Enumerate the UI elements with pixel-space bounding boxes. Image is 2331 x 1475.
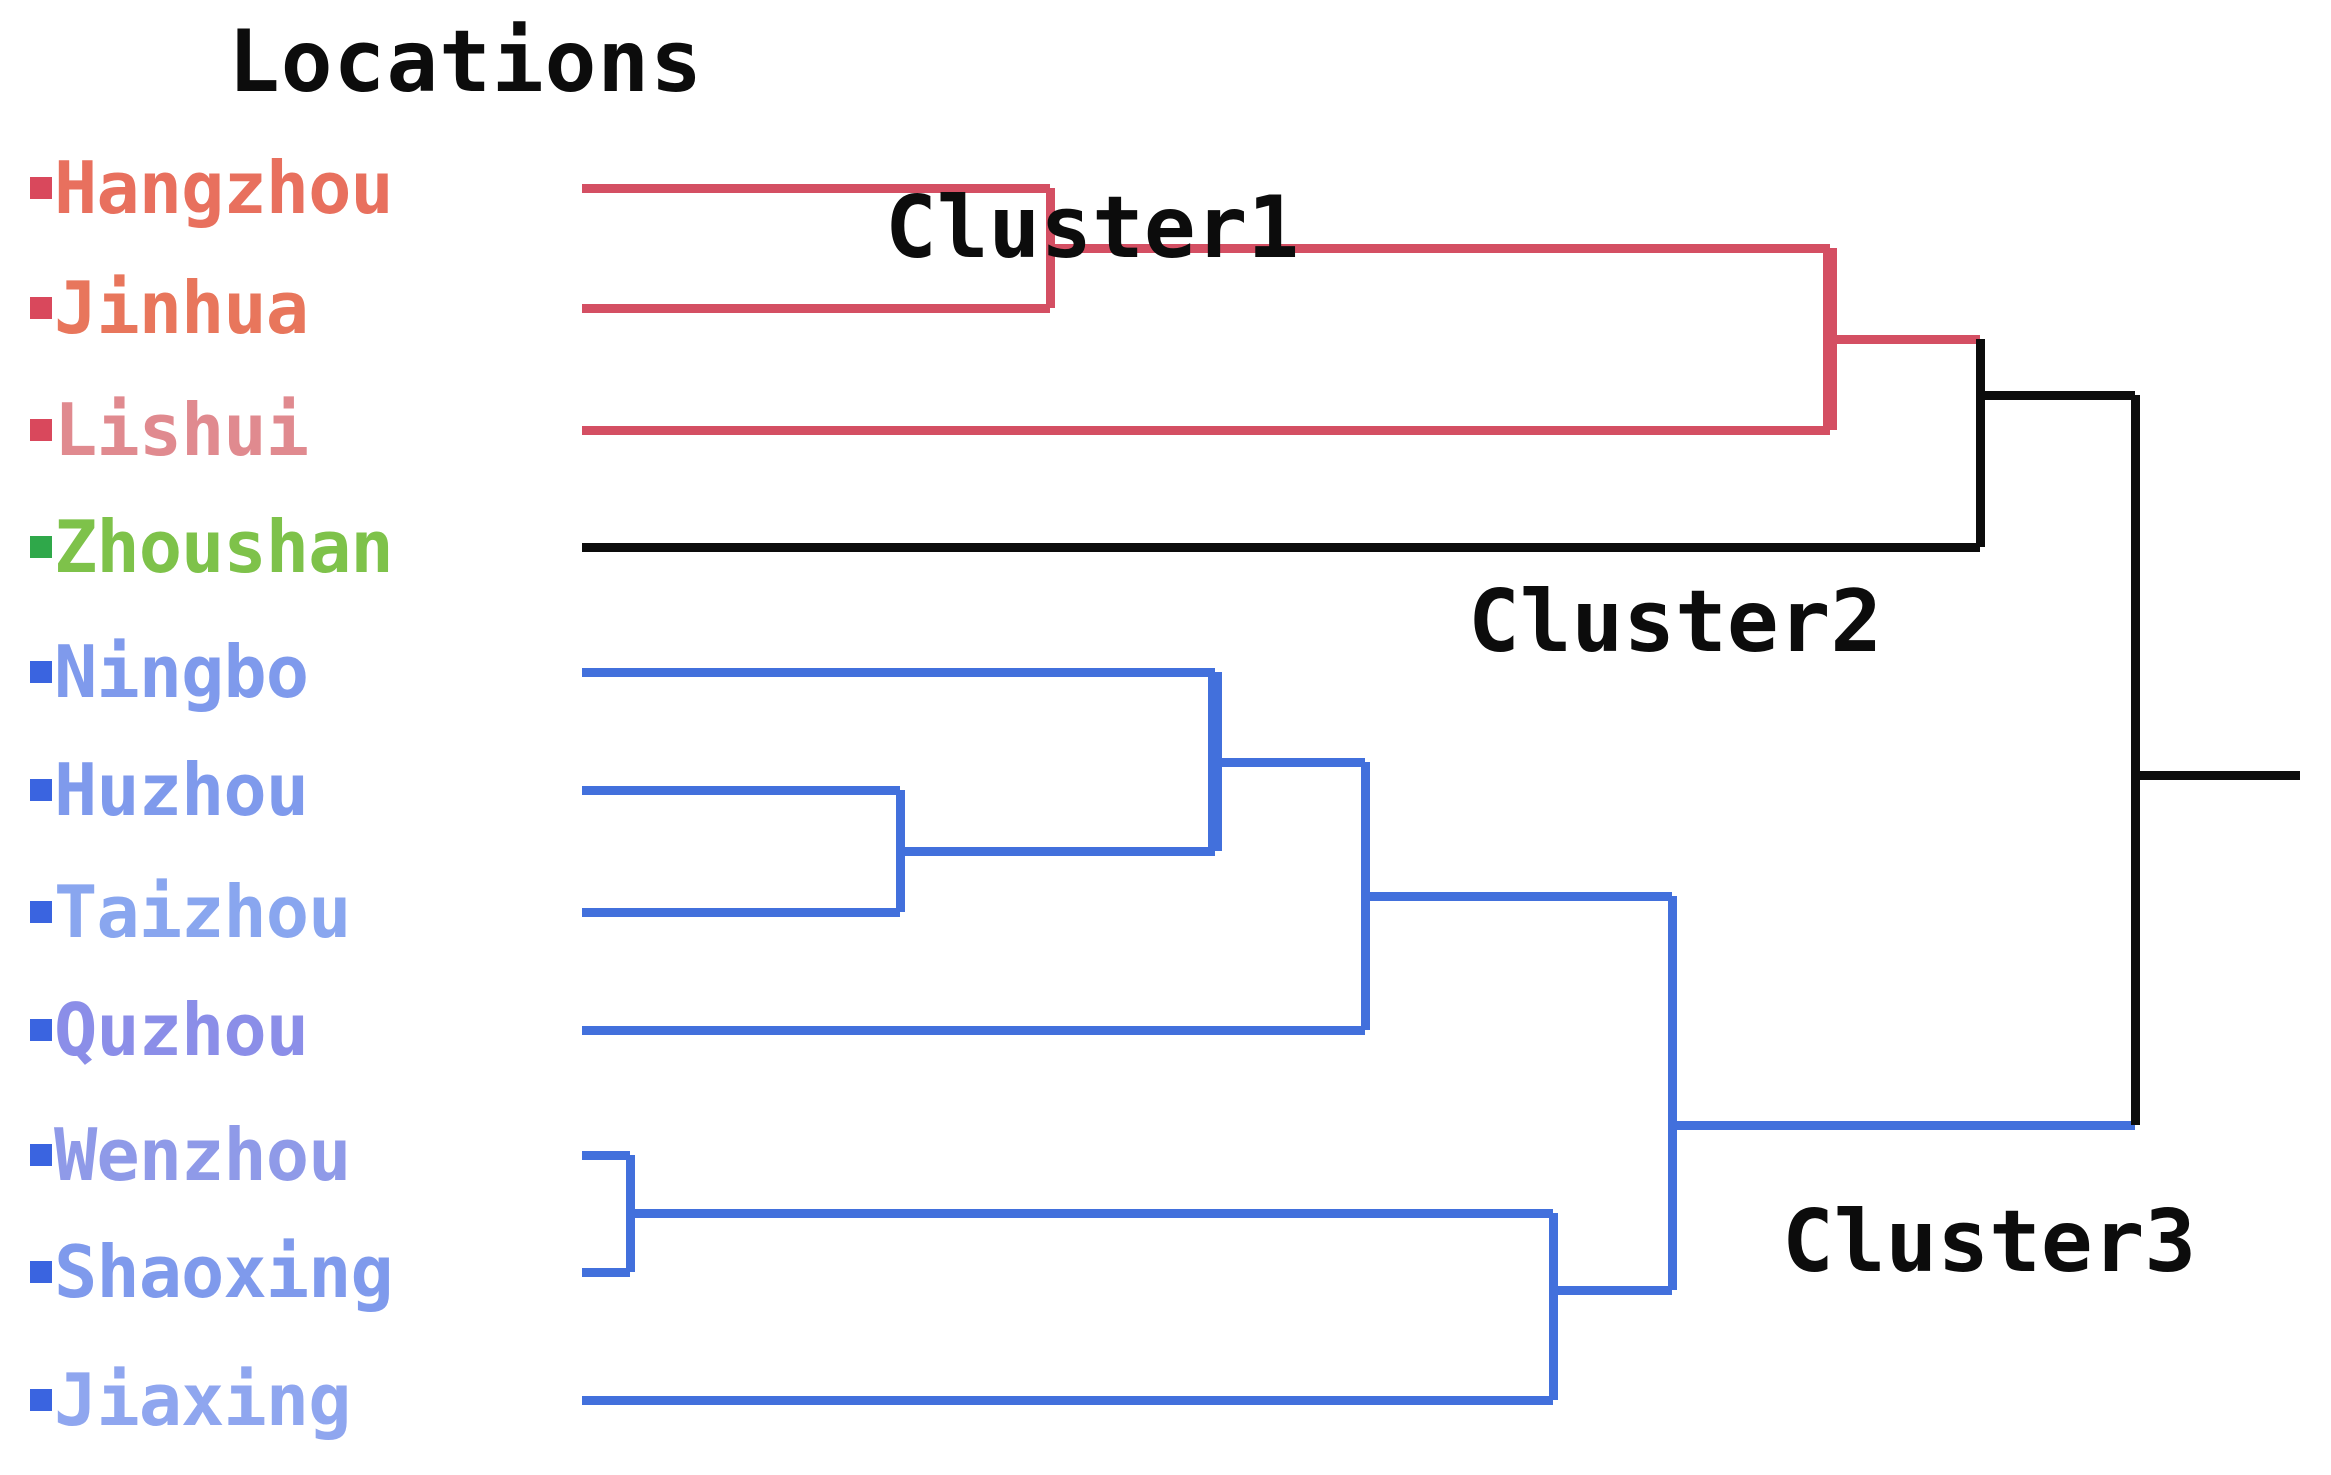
dendrogram-branch-vertical (1548, 1213, 1558, 1400)
cluster-tag-3: Cluster3 (1782, 1192, 2197, 1292)
dendrogram-branch-horizontal (1830, 334, 1980, 344)
leaf-marker-square-icon (30, 1019, 52, 1041)
dendrogram-leaf-stem (582, 1025, 1365, 1035)
dendrogram-leaf-stem (582, 183, 1050, 193)
dendrogram-branch-vertical (1975, 339, 1985, 547)
leaf-marker-square-icon (30, 661, 52, 683)
leaf-marker-square-icon (30, 1144, 52, 1166)
dendrogram-leaf-stem (582, 1150, 630, 1160)
leaf-marker-square-icon (30, 1389, 52, 1411)
dendrogram-branch-horizontal (900, 846, 1215, 856)
dendrogram-branch-horizontal (1672, 1120, 2135, 1130)
leaf-marker-square-icon (30, 536, 52, 558)
dendrogram-leaf-stem (582, 303, 1050, 313)
dendrogram-branch-horizontal (1980, 390, 2135, 400)
dendrogram-leaf-stem (582, 542, 1980, 552)
dendrogram-branch-vertical (2130, 395, 2140, 1125)
dendrogram-leaf-stem (582, 1395, 1553, 1405)
dendrogram-leaf-stem (582, 907, 900, 917)
dendrogram-branch-vertical (1667, 896, 1677, 1290)
dendrogram-leaf-stem (582, 667, 1215, 677)
cluster-tag-1: Cluster1 (885, 178, 1300, 278)
leaf-marker-square-icon (30, 1261, 52, 1283)
leaf-marker-square-icon (30, 901, 52, 923)
cluster-tag-2: Cluster2 (1468, 572, 1883, 672)
dendrogram-branch-horizontal (1553, 1285, 1672, 1295)
dendrogram-branch-horizontal (1215, 757, 1365, 767)
dendrogram-branch-horizontal (630, 1208, 1553, 1218)
dendrogram-branch-horizontal (1365, 891, 1672, 901)
dendrogram-leaf-stem (582, 785, 900, 795)
dendrogram-leaf-stem (582, 425, 1830, 435)
dendrogram-root-stem (2135, 770, 2300, 780)
leaf-marker-square-icon (30, 177, 52, 199)
leaf-marker-square-icon (30, 779, 52, 801)
leaf-marker-square-icon (30, 419, 52, 441)
dendrogram-branch-horizontal (1050, 243, 1830, 253)
page-title: Locations (228, 12, 703, 112)
dendrogram-leaf-stem (582, 1267, 630, 1277)
leaf-marker-square-icon (30, 297, 52, 319)
